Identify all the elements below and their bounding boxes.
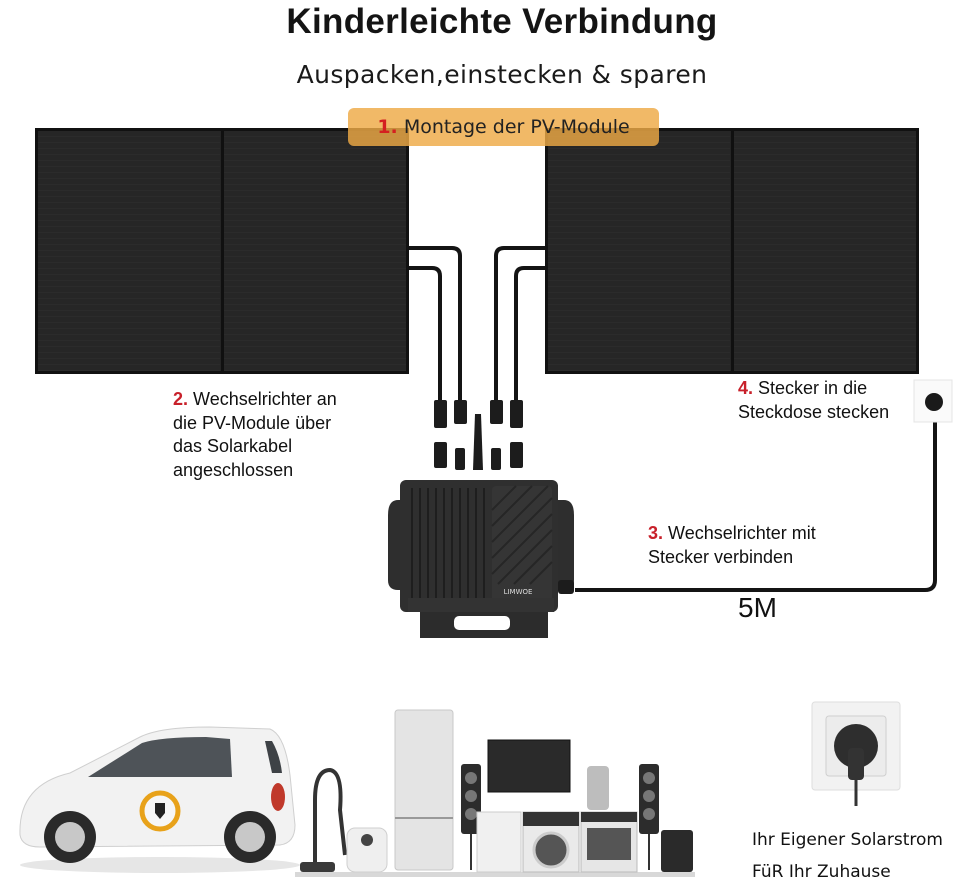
wall-socket-icon — [811, 701, 901, 806]
page-subtitle: Auspacken,einstecken & sparen — [296, 60, 708, 89]
svg-text:LIMWOE: LIMWOE — [504, 588, 533, 596]
page-title: Kinderleichte Verbindung — [286, 2, 718, 41]
step-3-note: 3. Wechselrichter mit Stecker verbinden — [648, 523, 816, 567]
step-1-label: 1. Montage der PV-Module — [348, 108, 659, 146]
tagline-line-1: Ihr Eigener Solarstrom — [752, 830, 943, 850]
electric-car-icon — [19, 726, 300, 873]
solar-panel-left — [35, 128, 409, 374]
tagline-line-2: FüR Ihr Zuhause — [752, 862, 891, 882]
step-1-number: 1. — [377, 116, 398, 138]
microinverter-icon: LIMWOE — [388, 480, 574, 638]
step-1-text: Montage der PV-Module — [403, 116, 630, 138]
step-4-note: 4. Stecker in die Steckdose stecken — [738, 378, 890, 422]
cable-length-label: 5M — [738, 592, 777, 623]
step-2-note: 2. Wechselrichter an die PV-Module über … — [173, 389, 337, 480]
home-appliances-icon — [295, 709, 695, 877]
solar-panel-right — [545, 128, 919, 374]
